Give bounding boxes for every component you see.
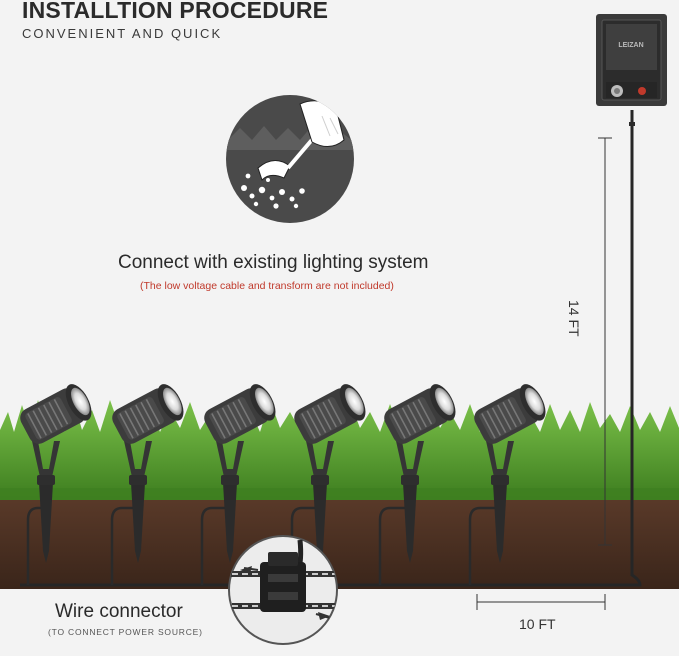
wire-connector-subtitle: (TO CONNECT POWER SOURCE)	[48, 627, 203, 637]
vertical-dimension-label: 14 FT	[566, 300, 582, 337]
page-title: INSTALLTION PROCEDURE	[22, 0, 328, 24]
step-note: (The low voltage cable and transform are…	[140, 280, 394, 292]
transformer-brand: LEIZAN	[618, 42, 643, 49]
soil-layer	[0, 497, 679, 589]
digging-illustration	[226, 95, 354, 223]
wire-connector-title: Wire connector	[55, 601, 183, 623]
transformer-box	[596, 14, 667, 126]
power-button-icon	[638, 87, 646, 95]
page-subtitle: CONVENIENT AND QUICK	[22, 26, 222, 41]
horizontal-dimension-label: 10 FT	[519, 616, 556, 632]
step-title: Connect with existing lighting system	[118, 252, 428, 274]
